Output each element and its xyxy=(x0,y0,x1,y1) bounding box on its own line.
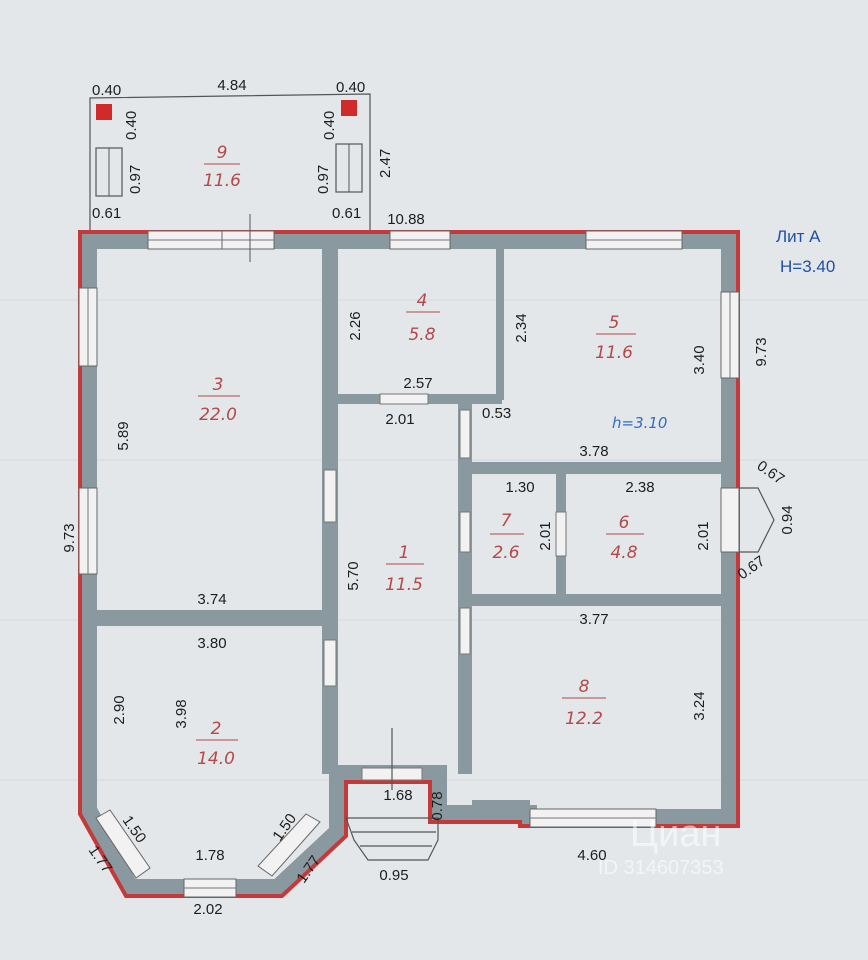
height-label: H=3.40 xyxy=(780,257,835,276)
dim-room2-side: 2.90 xyxy=(111,695,128,724)
dim-entry-w: 1.68 xyxy=(383,787,412,804)
dim-pillar-left-v: 0.40 xyxy=(123,111,140,140)
dim-room4-w: 2.57 xyxy=(403,375,432,392)
room-3-number: 3 xyxy=(213,375,224,395)
door-3 xyxy=(323,469,337,523)
dim-left-height: 9.73 xyxy=(61,523,78,552)
porch xyxy=(345,728,439,861)
door-5 xyxy=(459,409,471,459)
pillar-left xyxy=(96,104,112,120)
door-6 xyxy=(555,511,567,557)
dim-bay2-inner: 1.78 xyxy=(195,847,224,864)
dim-room4-h: 2.26 xyxy=(347,311,364,340)
watermark: Циан ID 314607353 xyxy=(598,813,724,879)
dim-right-height: 9.73 xyxy=(753,337,770,366)
dim-room5-w: 3.78 xyxy=(579,443,608,460)
dim-pillar-right-v: 0.40 xyxy=(321,111,338,140)
dim-room7-w: 1.30 xyxy=(505,479,534,496)
lit-label: Лит А xyxy=(776,227,821,246)
dim-room2-h: 3.98 xyxy=(173,699,190,728)
dim-corr-w: 2.01 xyxy=(385,411,414,428)
dim-room6-w: 2.38 xyxy=(625,479,654,496)
door-8 xyxy=(459,607,471,655)
room-7-area: 2.6 xyxy=(492,543,519,563)
bay-window-right xyxy=(720,487,775,553)
window-glazing xyxy=(87,239,731,889)
dim-entry-d: 0.78 xyxy=(429,791,446,820)
dim-bottom-right: 4.60 xyxy=(577,847,606,864)
ceiling-height-note: h=3.10 xyxy=(612,414,667,432)
dim-terrace-bottom-left: 0.61 xyxy=(92,205,121,222)
dim-terrace-bottom-right: 0.61 xyxy=(332,205,361,222)
dim-room6-h: 2.01 xyxy=(695,521,712,550)
pillar-right xyxy=(341,100,357,116)
dim-terrace-win-right: 0.97 xyxy=(315,165,332,194)
door-2 xyxy=(323,639,337,687)
room-7-number: 7 xyxy=(501,511,512,531)
wall-7-8 xyxy=(472,594,722,606)
wall-4-5 xyxy=(496,248,504,400)
window-bay-left xyxy=(95,809,151,879)
room-4-number: 4 xyxy=(417,291,428,311)
room-8-area: 12.2 xyxy=(565,709,603,729)
window-bay-right xyxy=(257,813,321,877)
dim-room8-w: 3.77 xyxy=(579,611,608,628)
dim-room3-w: 3.74 xyxy=(197,591,226,608)
dim-gap: 0.53 xyxy=(482,405,511,422)
wall-corridor-right xyxy=(458,400,472,774)
room-4-area: 5.8 xyxy=(408,325,435,345)
room-1-number: 1 xyxy=(399,543,410,563)
dim-room7-h: 2.01 xyxy=(537,521,554,550)
room-2-area: 14.0 xyxy=(197,749,235,769)
dim-room2-w: 3.80 xyxy=(197,635,226,652)
room-9-number: 9 xyxy=(217,143,228,163)
door-4 xyxy=(379,393,429,405)
dim-terrace-depth: 2.47 xyxy=(377,149,394,178)
room-5-number: 5 xyxy=(609,313,620,333)
dim-pillar-left: 0.40 xyxy=(92,82,121,99)
room-3-area: 22.0 xyxy=(199,405,237,425)
dim-porch-w: 0.95 xyxy=(379,867,408,884)
room-2-number: 2 xyxy=(211,719,222,739)
dim-terrace-width: 4.84 xyxy=(217,77,246,94)
dim-room3-h: 5.89 xyxy=(115,421,132,450)
annotations: Лит А H=3.40 h=3.10 xyxy=(612,227,835,432)
room-9-area: 11.6 xyxy=(203,171,241,191)
wall-3-2 xyxy=(96,610,336,626)
terrace xyxy=(89,93,371,237)
watermark-brand: Циан xyxy=(630,813,721,855)
dim-room8-h: 3.24 xyxy=(691,691,708,720)
dim-total-top: 10.88 xyxy=(387,211,425,228)
room-labels: 9 11.6 3 22.0 4 5.8 5 11.6 1 11.5 7 2.6 … xyxy=(196,143,644,769)
dim-pillar-right: 0.40 xyxy=(336,79,365,96)
door-7 xyxy=(459,511,471,553)
dim-right-upper: 3.40 xyxy=(691,345,708,374)
room-5-area: 11.6 xyxy=(595,343,633,363)
dim-bay-mid: 0.94 xyxy=(779,505,796,534)
room-8-number: 8 xyxy=(579,677,590,697)
room-6-area: 4.8 xyxy=(610,543,637,563)
wall-5-7 xyxy=(472,462,722,474)
room-6-number: 6 xyxy=(619,513,630,533)
dim-room5-h: 2.34 xyxy=(513,313,530,342)
room-1-area: 11.5 xyxy=(385,575,423,595)
watermark-id: ID 314607353 xyxy=(598,857,724,879)
dim-terrace-win-left: 0.97 xyxy=(127,165,144,194)
outer-walls xyxy=(78,230,740,898)
dim-corr-h: 5.70 xyxy=(345,561,362,590)
dim-bay2-outer: 2.02 xyxy=(193,901,222,918)
